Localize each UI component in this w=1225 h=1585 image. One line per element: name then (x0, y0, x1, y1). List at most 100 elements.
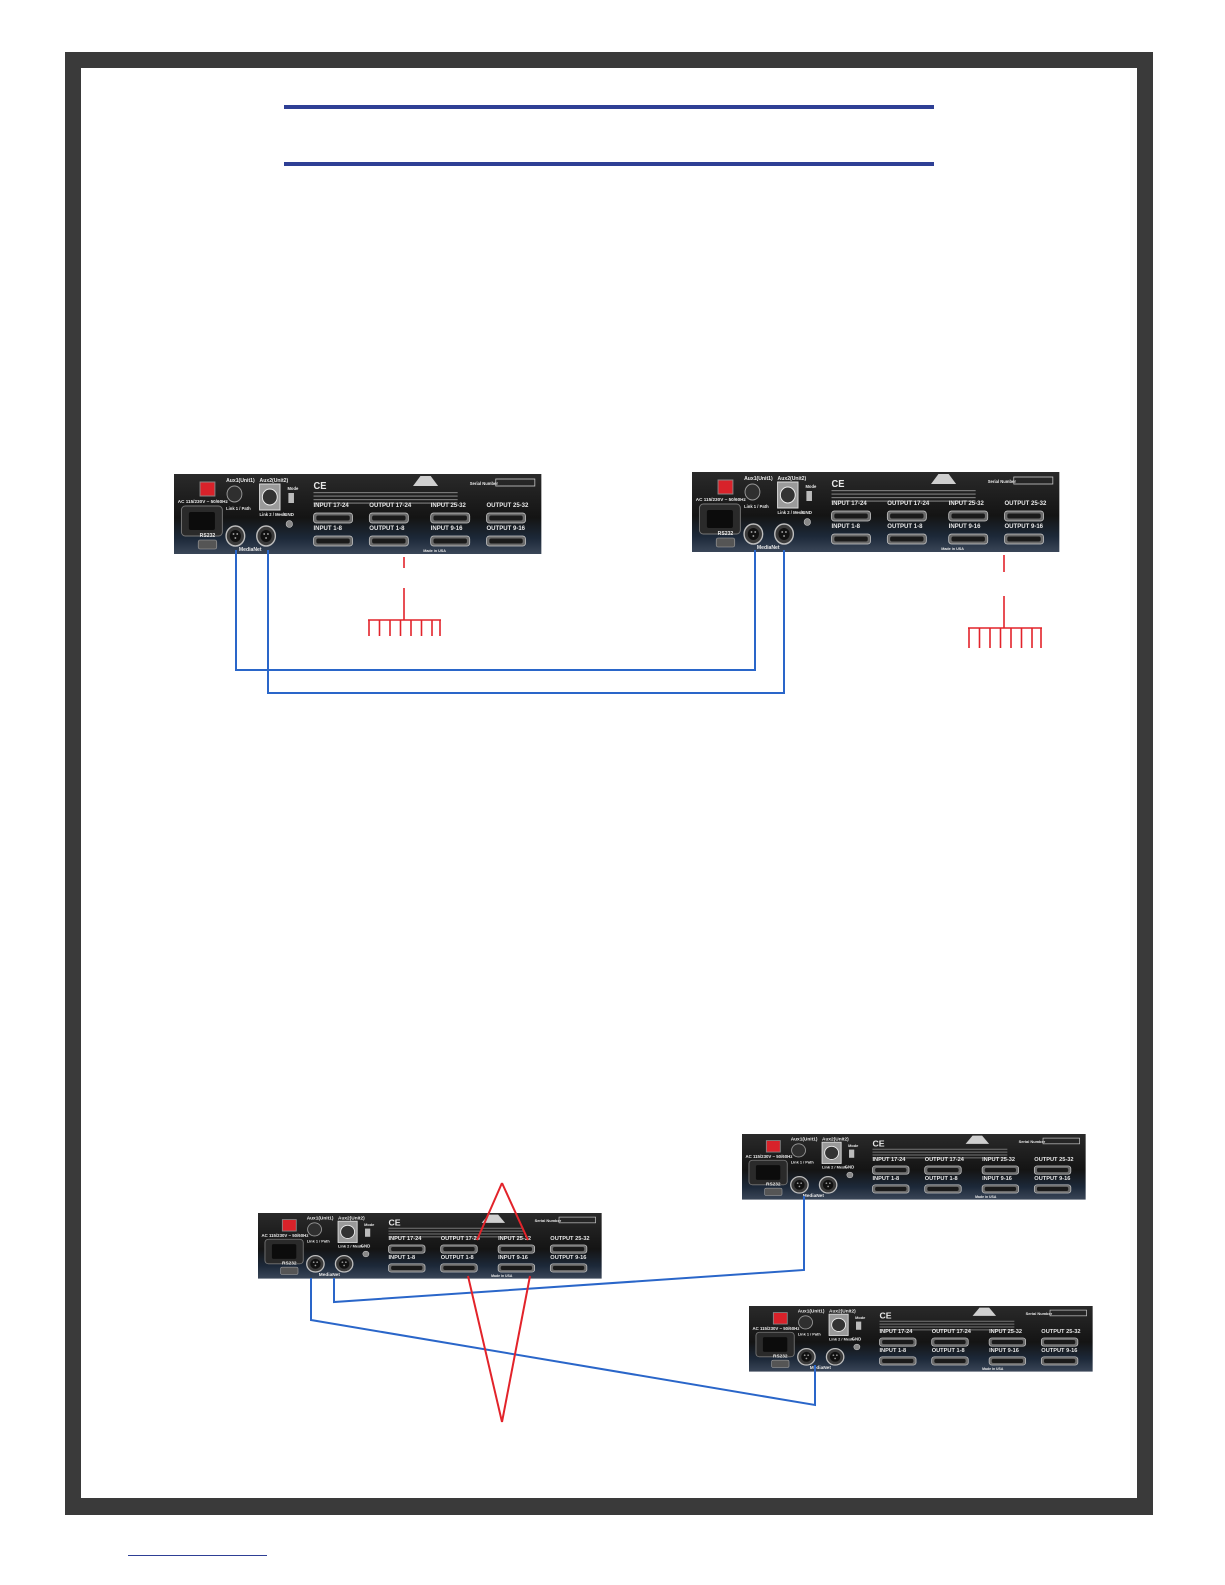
footer-link-underline (128, 1555, 267, 1556)
medianet-label: MediaNet (803, 1193, 825, 1198)
medianet-connector-2 (256, 525, 277, 547)
compliance-text-line (313, 499, 458, 501)
db25-port-label: OUTPUT 1-8 (369, 525, 405, 532)
ce-mark: CE (389, 1218, 401, 1228)
db25-connector (313, 512, 354, 524)
aux2-connector-socket (831, 1317, 847, 1332)
gnd-label: GND (852, 1337, 862, 1342)
compliance-text-line (879, 1320, 1015, 1322)
compliance-text-line (872, 1154, 1008, 1156)
loopback-cable-lower (467, 1275, 531, 1423)
page-content-area (81, 68, 1137, 1498)
aux1-label: Aux1(Unit1) (307, 1216, 334, 1221)
db25-port-label: OUTPUT 9-16 (550, 1255, 586, 1261)
ground-post (362, 1250, 370, 1258)
title-rule-top (284, 105, 934, 109)
db25-port-label: INPUT 1-8 (314, 525, 343, 532)
db25-port-label: OUTPUT 25-32 (1034, 1157, 1073, 1163)
db25-connector (485, 535, 527, 547)
mode-label: Mode (287, 486, 298, 491)
ground-post (846, 1171, 854, 1179)
serial-number-box (558, 1216, 596, 1224)
aux2-label: Aux2(Unit2) (829, 1309, 856, 1314)
aux1-label: Aux1(Unit1) (744, 476, 773, 482)
rear-panel-unit: AC 115/230V ~ 50/60HzRS232Aux1(Unit1)Lin… (258, 1213, 602, 1279)
aux1-label: Aux1(Unit1) (798, 1309, 825, 1314)
compliance-text-line (872, 1148, 1008, 1150)
db25-connector (1003, 510, 1045, 522)
db25-connector (872, 1165, 910, 1175)
db25-port-label: INPUT 25-32 (982, 1157, 1015, 1163)
rs232-label: RS232 (766, 1182, 781, 1187)
db25-connector (1003, 533, 1045, 545)
power-switch (772, 1312, 788, 1325)
db25-connector (931, 1337, 969, 1347)
medianet-cable-to-upper-unit (333, 1196, 805, 1304)
db25-connector (1040, 1356, 1079, 1366)
ce-mark: CE (880, 1311, 892, 1321)
db25-port-label: INPUT 9-16 (498, 1255, 528, 1261)
db25-connector (879, 1356, 917, 1366)
ground-post (853, 1343, 861, 1351)
brand-logo (965, 1135, 990, 1144)
db25-port-label: INPUT 17-24 (314, 502, 350, 509)
power-switch (281, 1219, 297, 1232)
power-switch (717, 479, 734, 495)
power-rating-label: AC 115/230V ~ 50/60Hz (261, 1233, 308, 1238)
medianet-cable-to-lower-unit (310, 1278, 816, 1407)
db25-port-label: INPUT 1-8 (832, 523, 861, 530)
db25-connector (981, 1184, 1020, 1194)
aux2-connector-socket (261, 488, 278, 506)
medianet-connector-2 (825, 1347, 845, 1366)
title-rule-bottom (284, 162, 934, 166)
aux2-connector-socket (824, 1145, 840, 1160)
aux2-connector-socket (340, 1224, 356, 1239)
db25-port-label: OUTPUT 1-8 (887, 523, 923, 530)
medianet-label: MediaNet (810, 1365, 832, 1370)
made-in-label: Made in USA (491, 1274, 513, 1278)
medianet-connector-1 (306, 1254, 325, 1273)
rs232-port (771, 1359, 790, 1368)
aux1-label: Aux1(Unit1) (791, 1137, 818, 1142)
aux2-connector-socket (779, 486, 796, 504)
db25-port-label: OUTPUT 9-16 (1041, 1348, 1077, 1354)
serial-number-box (1049, 1309, 1087, 1317)
ground-post (285, 520, 293, 528)
db25-port-label: OUTPUT 1-8 (932, 1348, 965, 1354)
serial-number-box (495, 478, 536, 487)
power-rating-label: AC 115/230V ~ 50/60Hz (752, 1326, 799, 1331)
rs232-label: RS232 (773, 1354, 788, 1359)
ce-mark: CE (832, 479, 845, 490)
mode-switch (856, 1321, 862, 1330)
db25-connector (886, 510, 927, 522)
medianet-connector-2 (818, 1175, 838, 1194)
rs232-port (715, 537, 736, 548)
medianet-connector-1 (743, 523, 764, 545)
link2-label: Link 2 / Mesh (829, 1338, 854, 1342)
compliance-text-line (872, 1151, 1008, 1153)
link2-label: Link 2 / Mesh (822, 1166, 847, 1170)
power-rating-label: AC 115/230V ~ 50/60Hz (745, 1154, 792, 1159)
db25-connector (1033, 1184, 1072, 1194)
db25-connector (831, 533, 872, 545)
power-inlet-socket (706, 510, 733, 528)
aux1-label: Aux1(Unit1) (226, 478, 255, 484)
db25-connector (924, 1184, 962, 1194)
compliance-text-line (879, 1329, 1015, 1331)
db25-port-label: OUTPUT 25-32 (486, 502, 528, 509)
db25-connector (831, 510, 872, 522)
db25-connector (1040, 1337, 1079, 1347)
rs232-label: RS232 (282, 1261, 297, 1266)
medianet-label: MediaNet (239, 547, 262, 553)
compliance-text-line (388, 1233, 524, 1235)
mode-label: Mode (848, 1144, 858, 1148)
aux2-label: Aux2(Unit2) (778, 476, 807, 482)
link2-label: Link 2 / Mesh (778, 510, 805, 515)
rs232-port (280, 1266, 299, 1275)
db25-connector (430, 535, 471, 547)
aux2-label: Aux2(Unit2) (260, 478, 289, 484)
db25-port-label: INPUT 25-32 (431, 502, 467, 509)
compliance-text-line (831, 497, 976, 499)
link1-label: Link 1 / Path (744, 504, 769, 509)
